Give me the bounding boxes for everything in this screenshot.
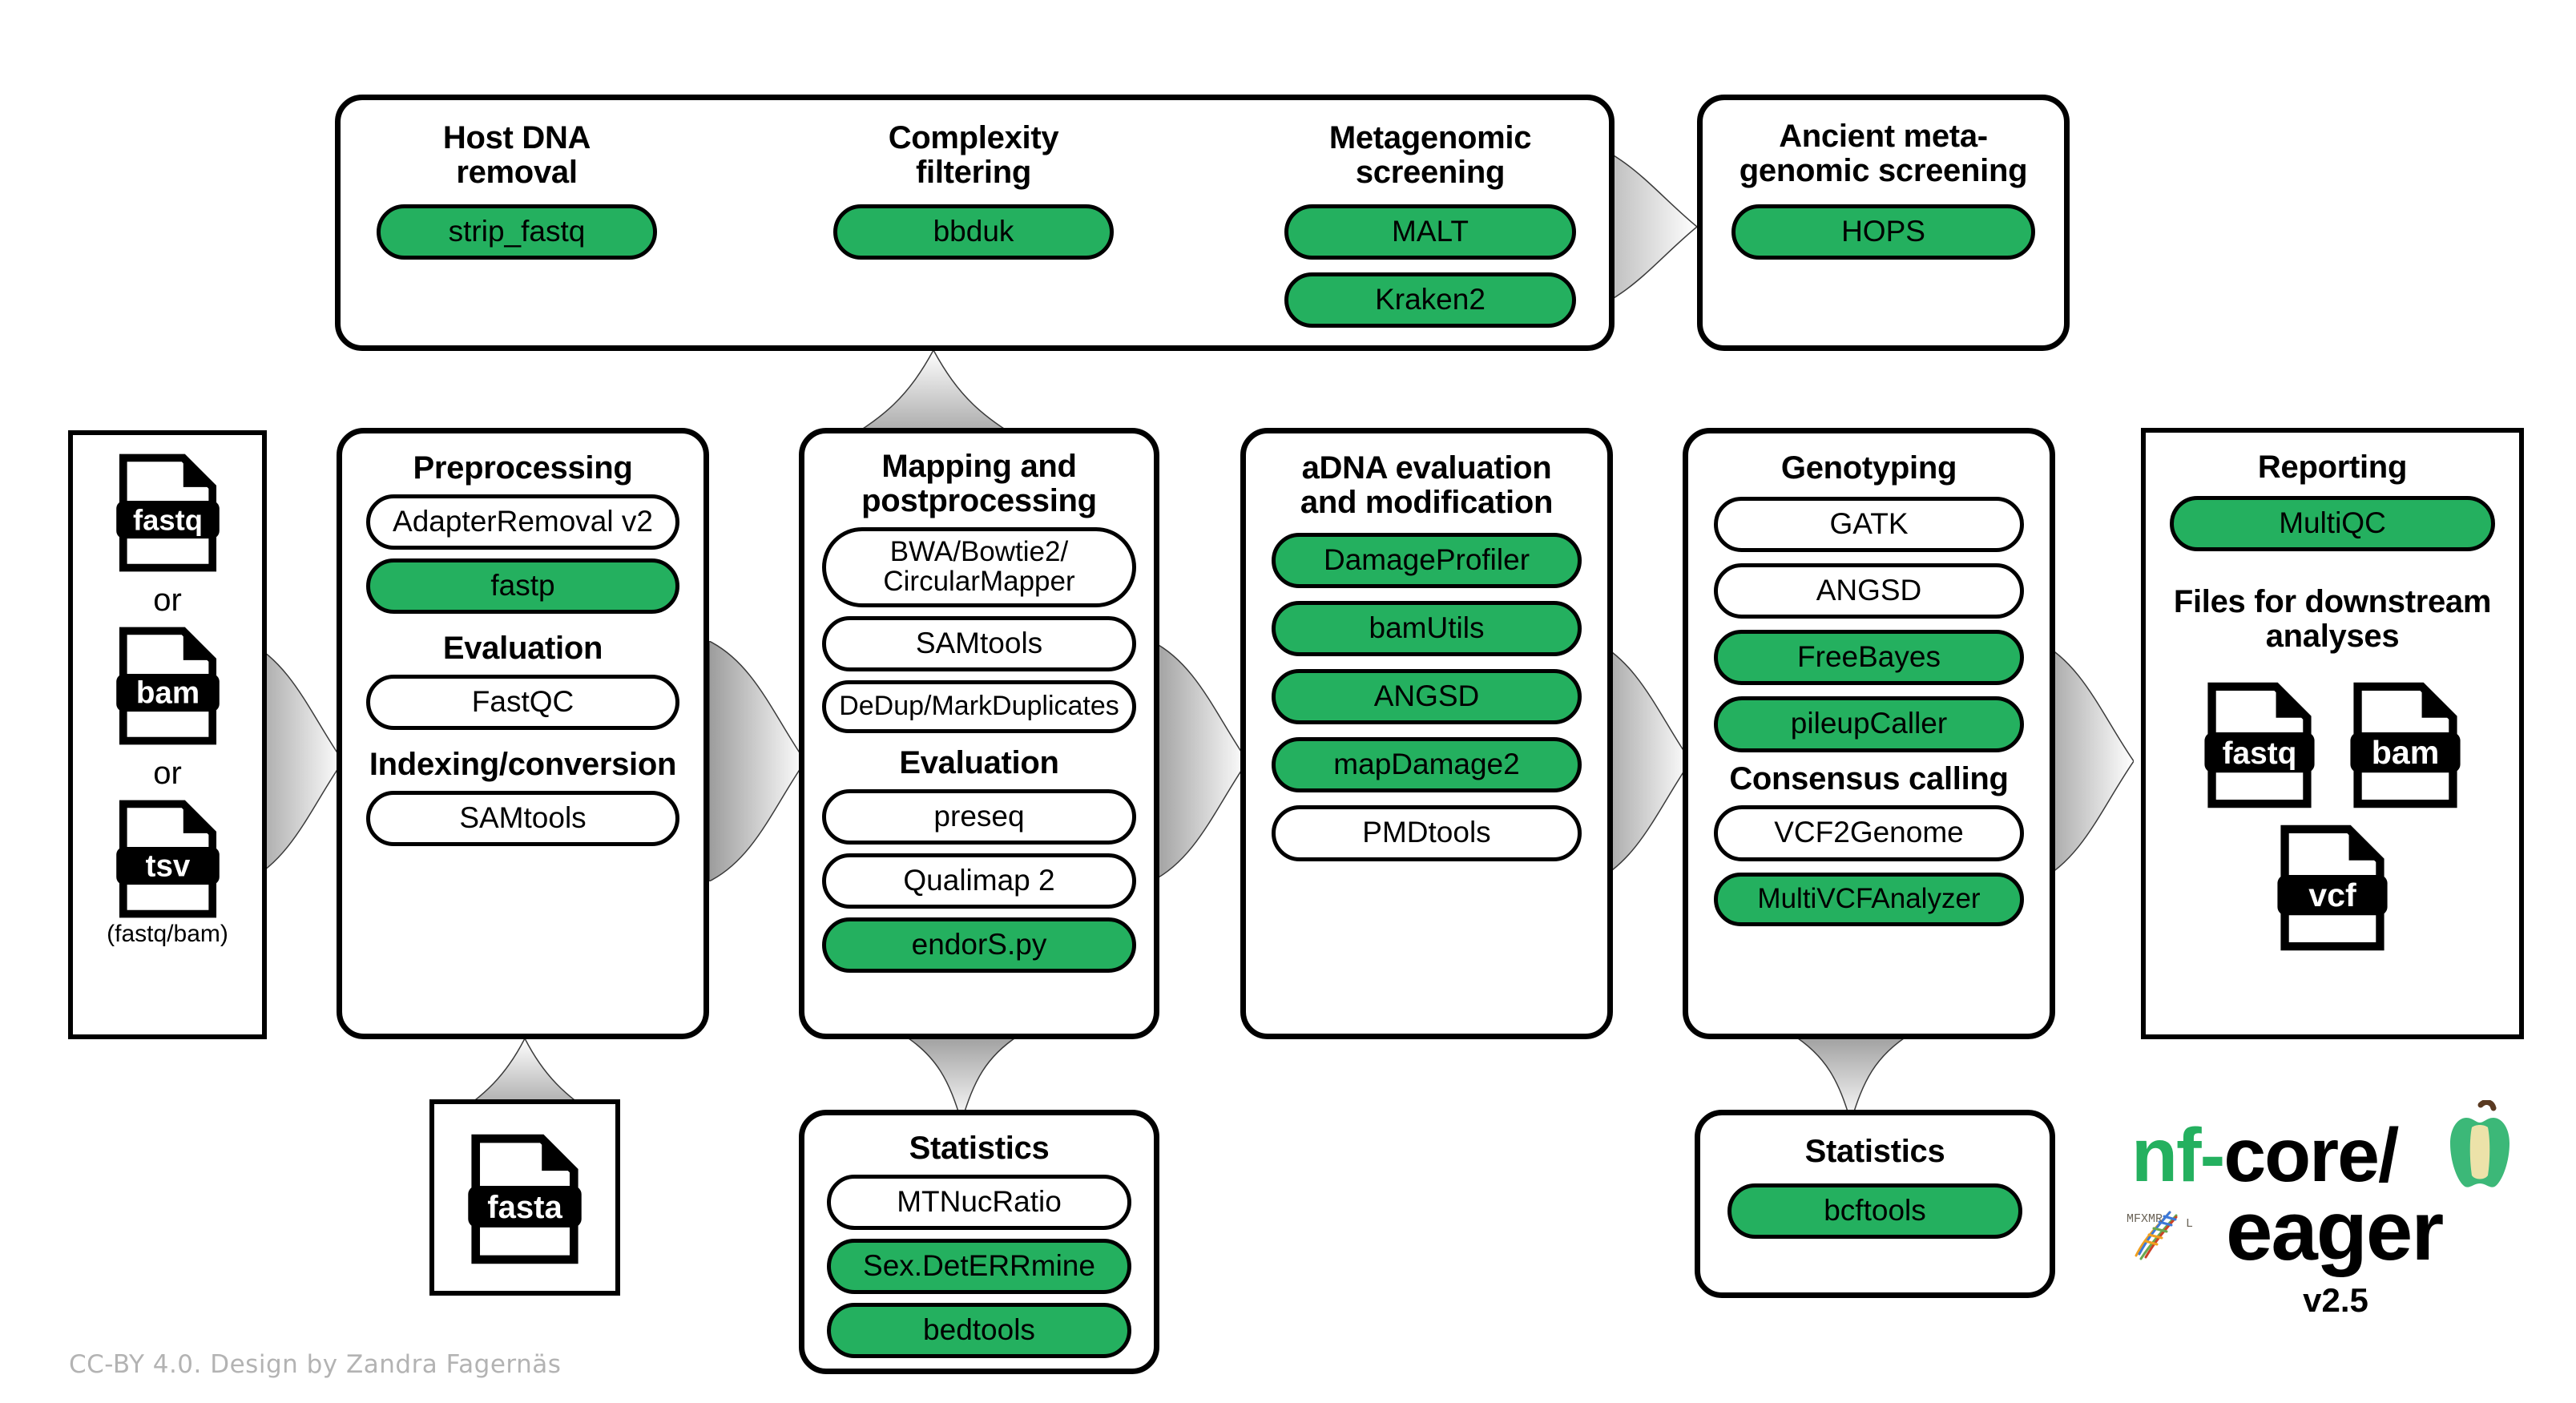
- panel-title: Ancient meta-genomic screening: [1739, 119, 2028, 188]
- input-files-note: (fastq/bam): [107, 921, 228, 947]
- panel-title: Preprocessing: [413, 450, 633, 486]
- tool-multiqc[interactable]: MultiQC: [2170, 495, 2495, 552]
- tool-pmdtools[interactable]: PMDtools: [1272, 805, 1582, 861]
- arrow-fasta-to-preprocessing: [449, 1038, 601, 1119]
- file-icon-fasta: fasta: [465, 1133, 585, 1265]
- svg-text:L: L: [2186, 1217, 2193, 1231]
- tool-freebayes[interactable]: FreeBayes: [1714, 630, 2024, 686]
- panel-title: Statistics: [1804, 1134, 1945, 1169]
- tool-qualimap-2[interactable]: Qualimap 2: [822, 853, 1136, 909]
- input-separator-1: or: [153, 583, 182, 618]
- logo-nf-text: nf-: [2131, 1113, 2225, 1198]
- tool-fastqc[interactable]: FastQC: [366, 675, 679, 731]
- input-separator-2: or: [153, 756, 182, 791]
- panel-title: Reporting: [2257, 450, 2408, 485]
- svg-text:vcf: vcf: [2308, 876, 2356, 913]
- file-icon-bam: bam: [114, 626, 222, 746]
- tool-gatk[interactable]: GATK: [1714, 496, 2024, 553]
- credit-text: CC-BY 4.0. Design by Zandra Fagernäs: [69, 1350, 562, 1379]
- tool-sex-deterrmine[interactable]: Sex.DetERRmine: [827, 1239, 1131, 1295]
- panel-input-files: fastq or bam or tsv: [68, 430, 267, 1039]
- tool-samtools-mapping[interactable]: SAMtools: [822, 615, 1136, 671]
- panel-genotyping: Genotyping GATK ANGSD FreeBayes pileupCa…: [1683, 428, 2055, 1039]
- svg-text:fasta: fasta: [487, 1190, 562, 1225]
- svg-text:fastq: fastq: [2223, 736, 2297, 770]
- tool-kraken2[interactable]: Kraken2: [1284, 272, 1576, 329]
- panel-title: Genotyping: [1780, 450, 1957, 486]
- tool-strip-fastq[interactable]: strip_fastq: [377, 204, 657, 260]
- file-icon-fastq: fastq: [114, 453, 222, 573]
- panel-statistics-mapping: Statistics MTNucRatio Sex.DetERRmine bed…: [799, 1110, 1159, 1374]
- section-title-consensus-calling: Consensus calling: [1729, 760, 2009, 796]
- file-icon-vcf-output: vcf: [2273, 824, 2392, 952]
- panel-ancient-metagenomic-screening: Ancient meta-genomic screening HOPS: [1697, 95, 2070, 351]
- svg-text:bam: bam: [2372, 733, 2440, 770]
- section-title-evaluation: Evaluation: [899, 745, 1059, 781]
- section-title-indexing-conversion: Indexing/conversion: [369, 747, 677, 783]
- panel-title: Statistics: [909, 1131, 1050, 1166]
- tool-malt[interactable]: MALT: [1284, 204, 1576, 260]
- tool-vcf2genome[interactable]: VCF2Genome: [1714, 805, 2024, 861]
- file-icon-tsv: tsv: [114, 799, 222, 919]
- tool-mtnucratio[interactable]: MTNucRatio: [827, 1174, 1131, 1231]
- tool-mapdamage2[interactable]: mapDamage2: [1272, 737, 1582, 793]
- arrow-mapping-to-statistics: [901, 1034, 1022, 1122]
- apple-core-icon: [2445, 1099, 2514, 1200]
- tool-pileupcaller[interactable]: pileupCaller: [1714, 696, 2024, 752]
- file-icon-fastq-output: fastq: [2200, 681, 2319, 809]
- tool-samtools-indexing[interactable]: SAMtools: [366, 791, 679, 847]
- tool-angsd-genotyping[interactable]: ANGSD: [1714, 563, 2024, 619]
- nf-core-eager-logo: nf-core/: [2127, 1099, 2509, 1350]
- tool-bwa-bowtie2-circularmapper[interactable]: BWA/Bowtie2/CircularMapper: [822, 526, 1136, 607]
- arrow-mapping-to-adna: [1151, 641, 1248, 881]
- arrow-topbar-to-mapping: [833, 350, 1034, 446]
- arrow-genotyping-to-reporting: [2038, 641, 2134, 881]
- logo-version: v2.5: [2303, 1281, 2368, 1319]
- logo-eager-text: eager: [2226, 1184, 2444, 1278]
- panel-statistics-genotyping: Statistics bcftools: [1695, 1110, 2055, 1298]
- tool-dedup-markduplicates[interactable]: DeDup/MarkDuplicates: [822, 680, 1136, 734]
- tool-angsd-adna[interactable]: ANGSD: [1272, 669, 1582, 725]
- logo-core-text: core/: [2223, 1113, 2399, 1198]
- svg-text:fastq: fastq: [133, 503, 203, 536]
- tool-bbduk[interactable]: bbduk: [833, 204, 1114, 260]
- file-icon-bam-output: bam: [2346, 681, 2465, 809]
- tool-hops[interactable]: HOPS: [1731, 204, 2035, 260]
- tool-preseq[interactable]: preseq: [822, 788, 1136, 845]
- arrow-preprocessing-to-mapping: [709, 641, 805, 881]
- dna-helix-icon: MFXMR L: [2123, 1195, 2203, 1264]
- section-title-evaluation: Evaluation: [442, 631, 603, 667]
- svg-text:tsv: tsv: [145, 849, 190, 883]
- panel-reference-fasta: fasta: [429, 1099, 620, 1296]
- tool-damageprofiler[interactable]: DamageProfiler: [1272, 532, 1582, 588]
- tool-endors-py[interactable]: endorS.py: [822, 917, 1136, 974]
- tool-multivcfanalyzer[interactable]: MultiVCFAnalyzer: [1714, 872, 2024, 926]
- tool-bcftools[interactable]: bcftools: [1727, 1183, 2022, 1240]
- tool-adapterremoval-v2[interactable]: AdapterRemoval v2: [366, 494, 679, 550]
- arrow-genotyping-to-statistics: [1791, 1034, 1911, 1122]
- panel-preprocessing: Preprocessing AdapterRemoval v2 fastp Ev…: [337, 428, 709, 1039]
- svg-text:bam: bam: [135, 675, 199, 710]
- svg-text:MFXMR: MFXMR: [2127, 1212, 2163, 1226]
- tool-bedtools[interactable]: bedtools: [827, 1303, 1131, 1359]
- tool-bamutils[interactable]: bamUtils: [1272, 600, 1582, 657]
- tool-fastp[interactable]: fastp: [366, 558, 679, 615]
